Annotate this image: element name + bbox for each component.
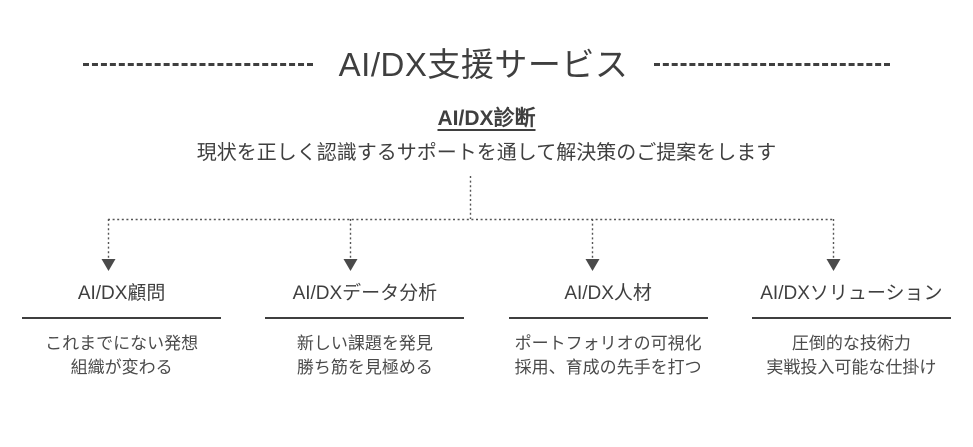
column-lines: 新しい課題を発見 勝ち筋を見極める <box>251 332 478 380</box>
column-line: これまでにない発想 <box>45 333 199 353</box>
root-node: AI/DX診断 現状を正しく認識するサポートを通して解決策のご提案をします <box>0 106 973 166</box>
service-column-data-analysis: AI/DXデータ分析 新しい課題を発見 勝ち筋を見極める <box>243 283 486 380</box>
column-line: 採用、育成の先手を打つ <box>514 357 702 377</box>
column-line: 勝ち筋を見極める <box>296 357 433 377</box>
column-lines: 圧倒的な技術力 実戦投入可能な仕掛け <box>738 332 965 380</box>
column-line: ポートフォリオの可視化 <box>514 333 702 353</box>
column-title: AI/DXソリューション <box>760 283 943 304</box>
arrow-down-icon-2 <box>343 259 358 271</box>
arrow-down-icon-1 <box>101 259 116 271</box>
column-title: AI/DXデータ分析 <box>292 283 438 304</box>
column-line: 組織が変わる <box>70 357 173 377</box>
column-lines: ポートフォリオの可視化 採用、育成の先手を打つ <box>495 332 722 380</box>
title-left-dashed-divider <box>82 62 313 66</box>
column-line: 新しい課題を発見 <box>296 333 433 353</box>
service-columns: AI/DX顧問 これまでにない発想 組織が変わる AI/DXデータ分析 新しい課… <box>0 283 973 380</box>
root-heading: AI/DX診断 <box>437 107 536 130</box>
column-rule <box>22 316 222 319</box>
column-title: AI/DX顧問 <box>77 283 166 304</box>
root-description: 現状を正しく認識するサポートを通して解決策のご提案をします <box>196 142 777 165</box>
arrow-down-icon-4 <box>826 259 841 271</box>
connector-tree <box>0 176 973 276</box>
column-rule <box>751 316 951 319</box>
service-column-talent: AI/DX人材 ポートフォリオの可視化 採用、育成の先手を打つ <box>487 283 730 380</box>
title-right-dashed-divider <box>654 62 891 66</box>
title-row: AI/DX支援サービス <box>0 34 973 94</box>
arrow-down-icon-3 <box>585 259 600 271</box>
column-title: AI/DX人材 <box>564 283 652 304</box>
column-line: 圧倒的な技術力 <box>791 333 911 353</box>
page-title: AI/DX支援サービス <box>338 45 629 83</box>
column-lines: これまでにない発想 組織が変わる <box>8 332 235 380</box>
column-rule <box>508 316 708 319</box>
column-line: 実戦投入可能な仕掛け <box>766 357 937 377</box>
service-column-advisory: AI/DX顧問 これまでにない発想 組織が変わる <box>0 283 243 380</box>
service-column-solution: AI/DXソリューション 圧倒的な技術力 実戦投入可能な仕掛け <box>730 283 973 380</box>
connector-svg <box>101 176 841 271</box>
column-rule <box>265 316 465 319</box>
